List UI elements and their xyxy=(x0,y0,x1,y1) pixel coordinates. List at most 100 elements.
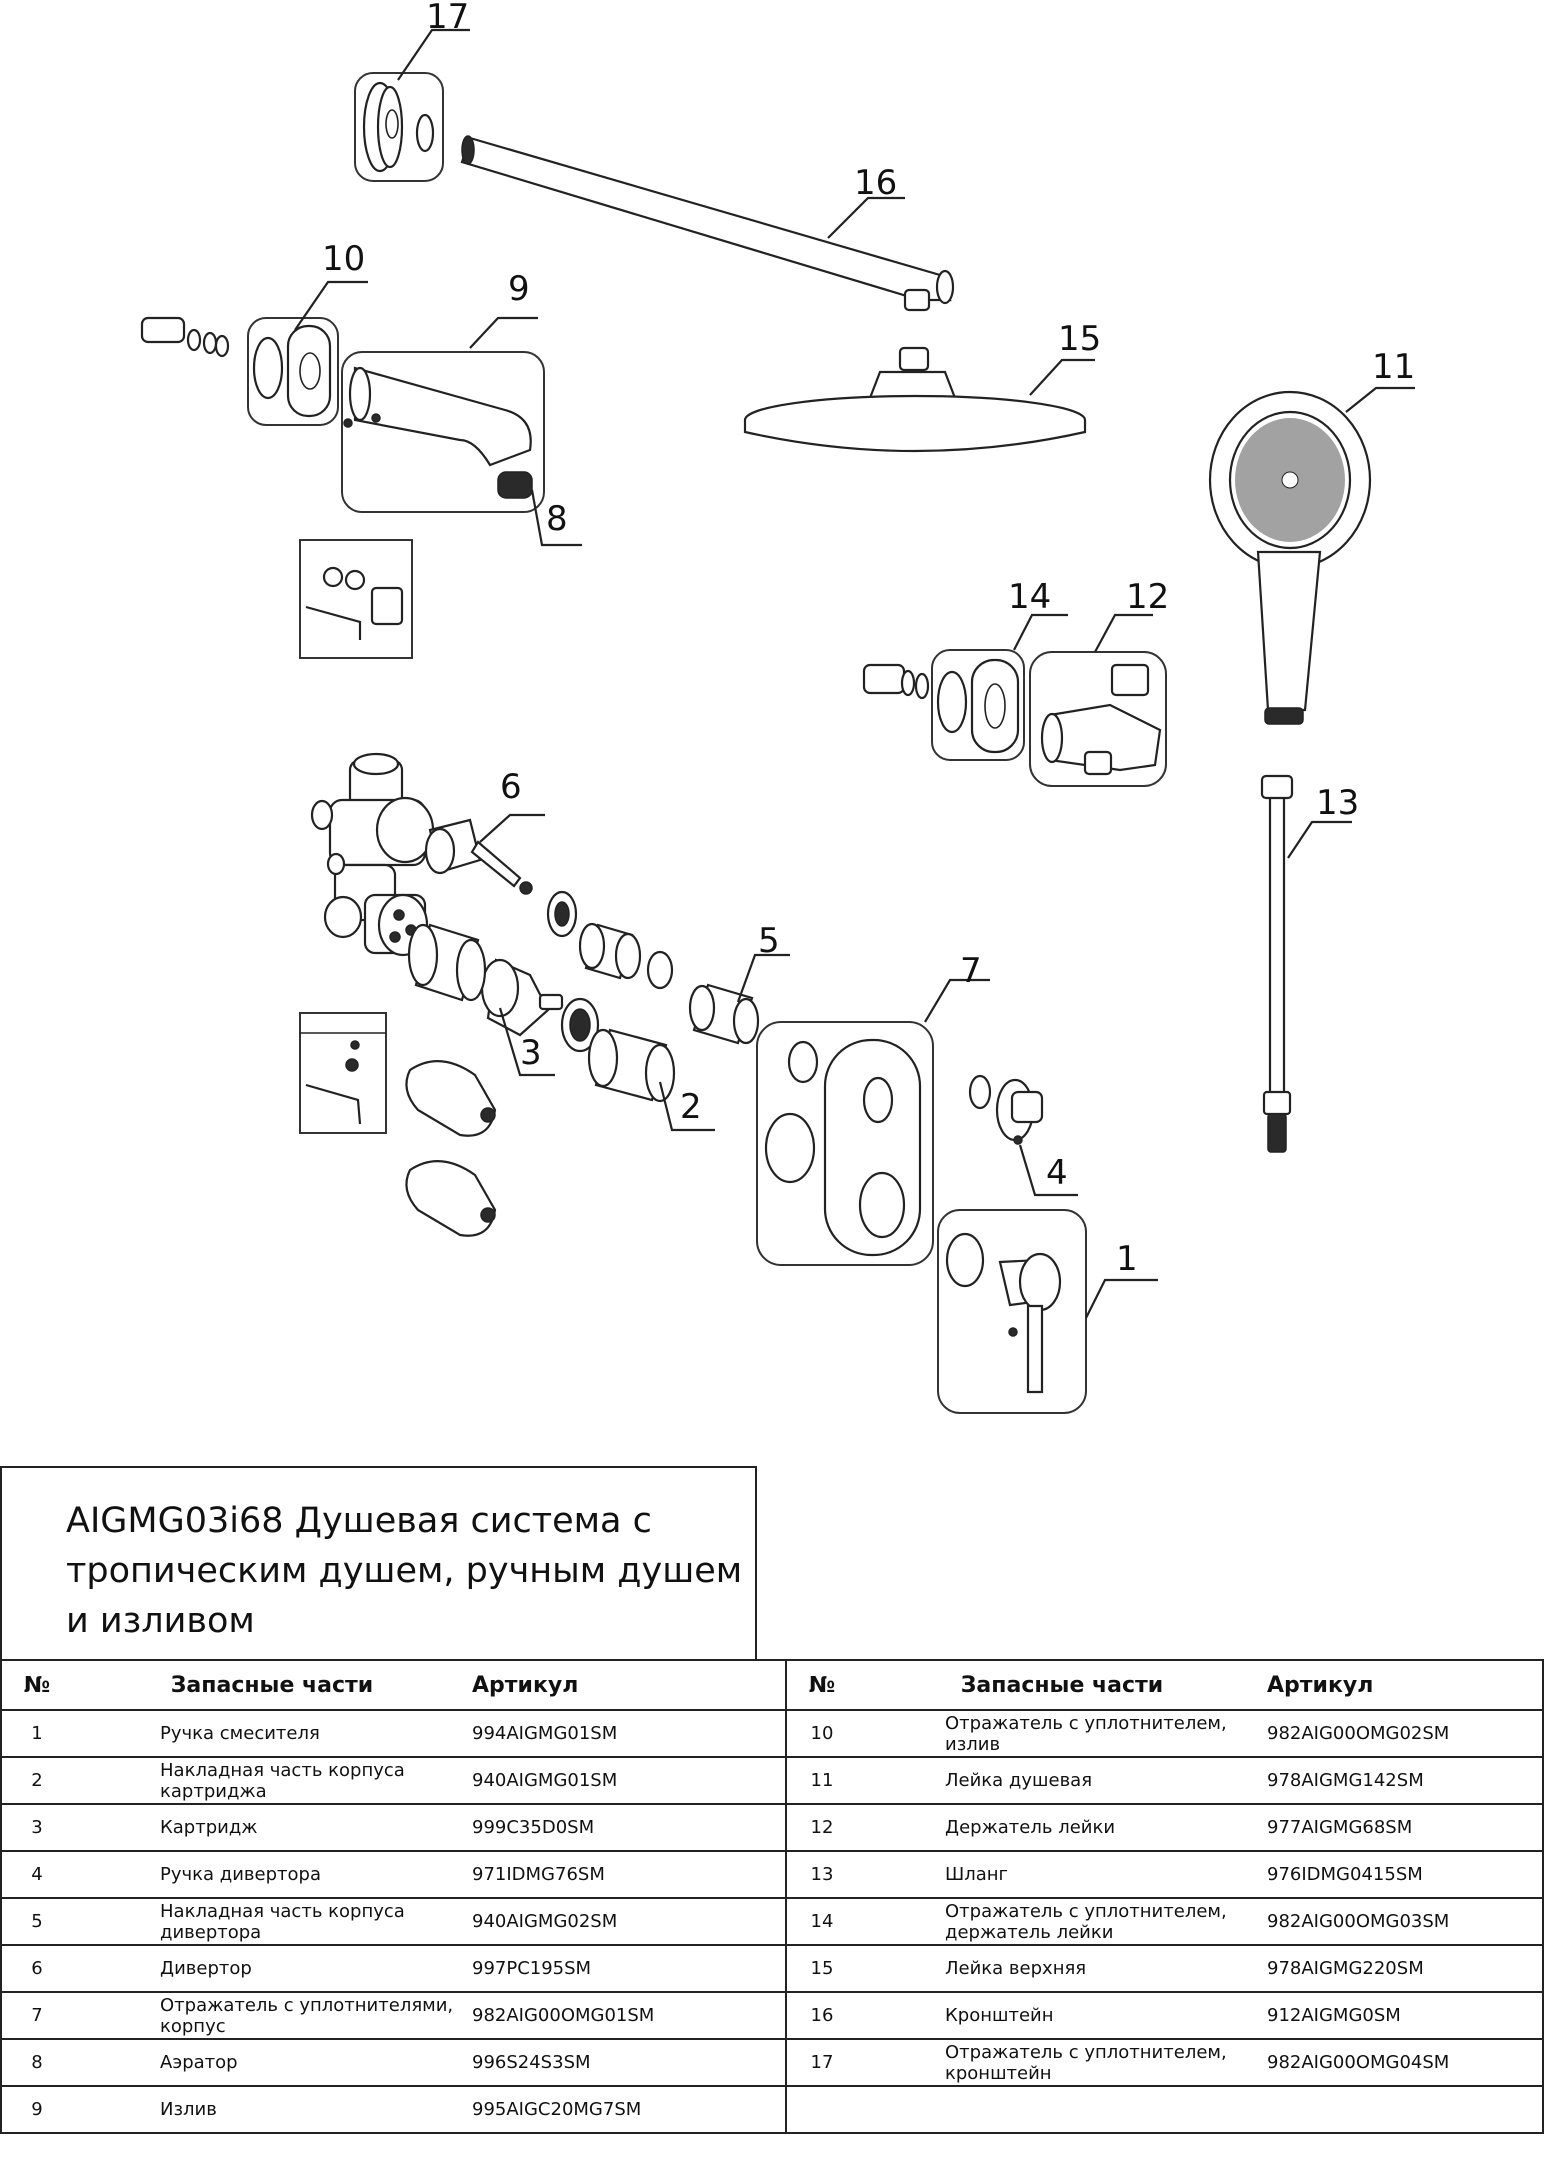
callout-12: 12 xyxy=(1126,577,1169,617)
cell-part-name: Дивертор xyxy=(72,1944,472,1992)
part-15-rain-shower-head xyxy=(743,346,1087,453)
cell-article: 982AIG00OMG04SM xyxy=(1267,2038,1543,2086)
callout-7: 7 xyxy=(960,951,982,991)
callout-9: 9 xyxy=(508,269,530,309)
callout-2: 2 xyxy=(680,1087,702,1127)
cell-part-name: Отражатель с уплотнителем, кронштейн xyxy=(857,2038,1267,2086)
cell-no: 5 xyxy=(1,1897,72,1945)
cell-article: 912AIGMG0SM xyxy=(1267,1991,1543,2039)
part-14-holder-reflector xyxy=(862,649,1025,761)
mixer-body xyxy=(310,752,435,957)
cell-article: 996S24S3SM xyxy=(472,2038,786,2086)
part-6-diverter xyxy=(424,818,578,938)
header-no: № xyxy=(787,1659,857,1710)
cell-part-name: Накладная часть корпуса картриджа xyxy=(72,1756,472,1804)
cell-article: 977AIGMG68SM xyxy=(1267,1803,1543,1851)
protective-cap-2 xyxy=(405,1160,497,1237)
cell-part-name: Ручка дивертора xyxy=(72,1850,472,1898)
cell-article xyxy=(1267,2085,1543,2134)
part-4-diverter-handle xyxy=(968,1074,1044,1145)
callout-5: 5 xyxy=(758,921,780,961)
cell-article: 940AIGMG02SM xyxy=(472,1897,786,1945)
callout-3: 3 xyxy=(520,1033,542,1073)
cell-part-name: Излив xyxy=(72,2085,472,2134)
cell-no: 1 xyxy=(1,1709,72,1757)
callout-4: 4 xyxy=(1046,1153,1068,1193)
callout-6: 6 xyxy=(500,767,522,807)
callout-1: 1 xyxy=(1116,1239,1138,1279)
cell-no: 10 xyxy=(787,1709,857,1757)
callout-15: 15 xyxy=(1058,319,1101,359)
cell-article: 978AIGMG220SM xyxy=(1267,1944,1543,1992)
callout-14: 14 xyxy=(1008,577,1051,617)
cell-part-name xyxy=(857,2085,1267,2134)
cell-article: 997PC195SM xyxy=(472,1944,786,1992)
cell-no: 17 xyxy=(787,2038,857,2086)
callout-10: 10 xyxy=(322,239,365,279)
cell-no: 16 xyxy=(787,1991,857,2039)
part-5-diverter-cover xyxy=(688,983,760,1045)
cell-article: 999C35D0SM xyxy=(472,1803,786,1851)
cell-no: 15 xyxy=(787,1944,857,1992)
page-title: AIGMG03i68 Душевая система с тропическим… xyxy=(66,1501,743,1641)
sleeve-cartridge-inner xyxy=(407,923,487,1002)
cell-article: 976IDMG0415SM xyxy=(1267,1850,1543,1898)
cell-no xyxy=(787,2085,857,2134)
part-17-bracket-reflector xyxy=(354,72,444,182)
cell-part-name: Накладная часть корпуса дивертора xyxy=(72,1897,472,1945)
cell-article: 940AIGMG01SM xyxy=(472,1756,786,1804)
allen-key-set-2 xyxy=(299,1012,387,1134)
header-part-name: Запасные части xyxy=(72,1659,472,1710)
cell-part-name: Отражатель с уплотнителем, держатель лей… xyxy=(857,1897,1267,1945)
header-article: Артикул xyxy=(1267,1659,1543,1710)
cell-no: 7 xyxy=(1,1991,72,2039)
cell-article: 982AIG00OMG03SM xyxy=(1267,1897,1543,1945)
cell-part-name: Лейка верхняя xyxy=(857,1944,1267,1992)
part-2-cartridge-cover xyxy=(587,1028,676,1103)
part-9-spout xyxy=(341,351,545,513)
cell-article: 994AIGMG01SM xyxy=(472,1709,786,1757)
cell-no: 13 xyxy=(787,1850,857,1898)
cell-part-name: Ручка смесителя xyxy=(72,1709,472,1757)
spray-face-dots xyxy=(1235,418,1345,542)
cell-part-name: Аэратор xyxy=(72,2038,472,2086)
callout-8: 8 xyxy=(546,499,568,539)
cell-article: 978AIGMG142SM xyxy=(1267,1756,1543,1804)
cell-article: 995AIGC20MG7SM xyxy=(472,2085,786,2134)
cell-no: 2 xyxy=(1,1756,72,1804)
cell-no: 8 xyxy=(1,2038,72,2086)
cell-part-name: Шланг xyxy=(857,1850,1267,1898)
header-article: Артикул xyxy=(472,1659,786,1710)
cell-no: 11 xyxy=(787,1756,857,1804)
part-10-spout-reflector xyxy=(140,316,339,426)
callout-labels: 17 16 10 9 8 15 11 14 12 13 6 5 7 3 2 4 … xyxy=(322,0,1415,1279)
cell-article: 982AIG00OMG01SM xyxy=(472,1991,786,2039)
cell-part-name: Кронштейн xyxy=(857,1991,1267,2039)
cell-no: 4 xyxy=(1,1850,72,1898)
part-7-body-reflector xyxy=(756,1021,934,1266)
cell-part-name: Лейка душевая xyxy=(857,1756,1267,1804)
cell-no: 12 xyxy=(787,1803,857,1851)
cell-part-name: Отражатель с уплотнителем, излив xyxy=(857,1709,1267,1757)
protective-cap-1 xyxy=(405,1060,497,1137)
title-box: AIGMG03i68 Душевая система с тропическим… xyxy=(0,1466,757,1659)
part-12-shower-holder xyxy=(1029,651,1167,787)
allen-key-set-1 xyxy=(299,539,413,659)
leader-lines xyxy=(294,28,1415,1319)
callout-11: 11 xyxy=(1372,347,1415,387)
part-16-bracket-arm xyxy=(460,135,955,312)
cell-part-name: Отражатель с уплотнителями, корпус xyxy=(72,1991,472,2039)
cell-no: 3 xyxy=(1,1803,72,1851)
cell-no: 9 xyxy=(1,2085,72,2134)
table-row xyxy=(787,2085,1543,2134)
